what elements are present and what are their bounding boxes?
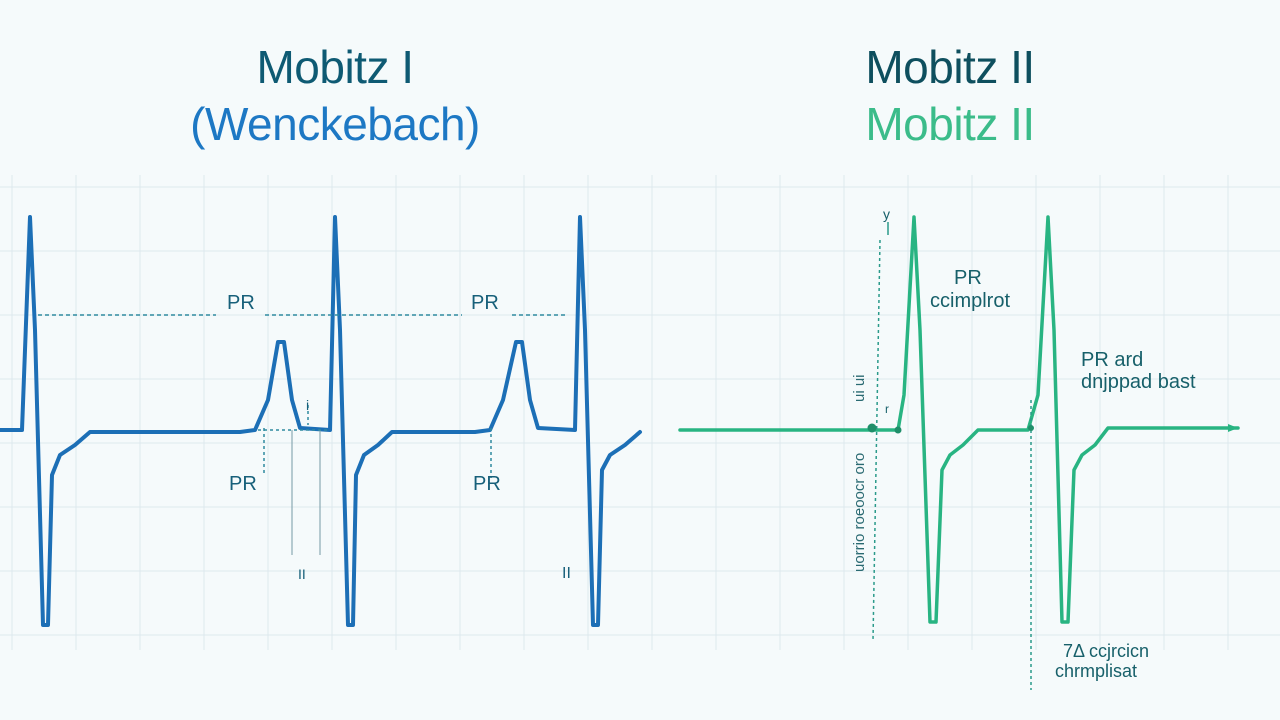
wenckebach-subtitle: (Wenckebach) — [190, 98, 480, 150]
small-mark-2: II — [562, 565, 571, 582]
p-wave-dot — [894, 426, 902, 434]
pr-complex-label-line-1: PR — [954, 267, 982, 289]
pr-complex-label-line-2: ccimplrot — [930, 290, 1011, 312]
mobitz-2-ecg-trace — [678, 215, 1240, 624]
right-top-mark: y — [883, 206, 890, 222]
mobitz-2-title: Mobitz II — [865, 41, 1035, 93]
small-mark-1: II — [298, 566, 306, 582]
right-dashed-vertical — [872, 239, 881, 641]
tick-mark: i — [306, 397, 310, 413]
vertical-text-lower: uorrio roeoocr oro — [851, 452, 868, 572]
p-wave-dot — [867, 423, 877, 433]
right-small-mark: r — [885, 402, 889, 416]
mobitz-2-subtitle: Mobitz II — [865, 98, 1035, 150]
pr-interval-label-lower-1: PR — [229, 473, 257, 495]
trace-arrow-icon — [1228, 424, 1238, 432]
dropped-beat-label-line-1: PR ard — [1081, 349, 1144, 371]
bottom-label-line-2: chrmplisat — [1055, 661, 1138, 681]
dropped-beat-label-line-2: dnjppad bast — [1081, 371, 1196, 393]
pr-interval-label-lower-2: PR — [473, 473, 501, 495]
annotation-lines — [38, 222, 1238, 690]
p-wave-dot — [1028, 425, 1034, 431]
pr-interval-label-upper-2: PR — [471, 292, 499, 314]
pr-interval-label-upper-1: PR — [227, 292, 255, 314]
mobitz-1-ecg-trace — [0, 215, 642, 627]
vertical-text-upper: ui ui — [851, 374, 868, 402]
bottom-label-line-1: 7Δ ccjrcicn — [1063, 641, 1150, 661]
mobitz-1-title: Mobitz I — [256, 41, 414, 93]
ecg-grid — [0, 175, 1280, 650]
